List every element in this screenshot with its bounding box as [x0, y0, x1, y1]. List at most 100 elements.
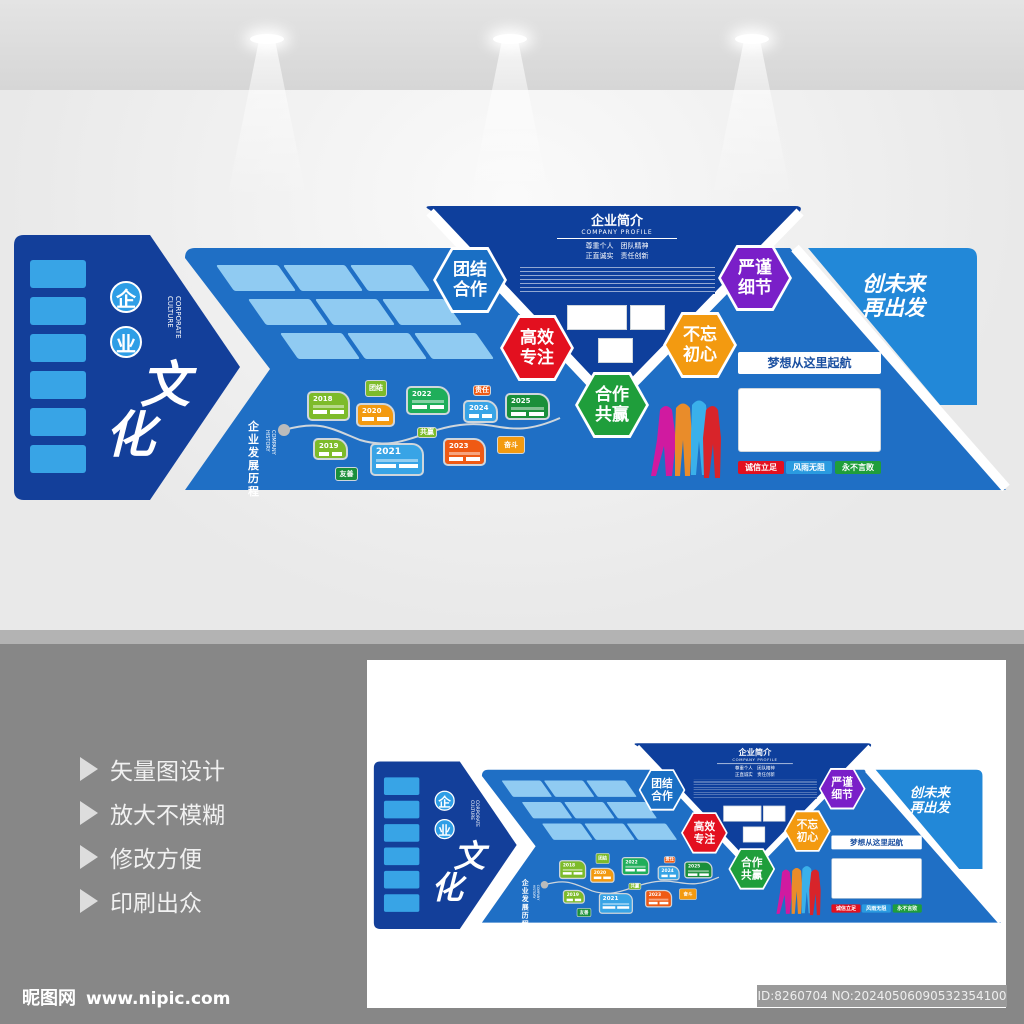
timeline-card: 2022 [621, 856, 650, 876]
photo-slot [30, 297, 86, 325]
right-panel [808, 248, 977, 405]
timeline-origin [540, 880, 549, 889]
people-silhouettes [776, 866, 821, 916]
timeline-card: 2023 [644, 889, 673, 908]
photo-slot [383, 777, 420, 796]
photo-slot [30, 445, 86, 473]
english-subtitle: CORPORATE CULTURE [166, 296, 182, 339]
value-pill: 诚信立足 [738, 461, 784, 474]
photo-slot [30, 260, 86, 288]
timeline-card: 2021 [598, 892, 633, 914]
timeline-tag: 友善 [335, 467, 358, 481]
english-subtitle: CORPORATE CULTURE [469, 800, 481, 827]
title-char-circle: 业 [434, 819, 455, 840]
history-english: COMPANY HISTORY [264, 430, 276, 455]
contact-box [763, 805, 786, 822]
title-char-calligraphy: 化 [431, 868, 463, 907]
image-id: ID:8260704 NO:20240506090532354100 [757, 985, 1007, 1007]
timeline-card: 2020 [589, 867, 615, 883]
photo-slot [30, 408, 86, 436]
profile-triangle [426, 206, 801, 400]
profile-subtitle: COMPANY PROFILE [717, 758, 793, 765]
profile-values: 正直诚实 责任创新 [585, 252, 649, 260]
dream-banner: 梦想从这里起航 [831, 835, 922, 850]
timeline-line [283, 417, 561, 445]
timeline-tag: 奋斗 [497, 436, 525, 454]
divider-stripe [865, 767, 1004, 924]
timeline-card: 2024 [463, 400, 498, 423]
timeline-tag: 友善 [576, 908, 592, 917]
title-char-calligraphy: 文 [453, 837, 486, 875]
triangle-bullet-icon [80, 757, 98, 781]
value-pill: 风雨无阻 [861, 904, 891, 913]
spotlight-icon [250, 34, 284, 44]
timeline-tag: 责任 [473, 385, 491, 396]
timeline-card: 2021 [370, 443, 424, 476]
profile-header: 企业简介 COMPANY PROFILE 尊重个人 团队精神 正直诚实 责任创新 [717, 746, 793, 778]
hex-win-win: 合作 共赢 [728, 848, 776, 890]
profile-header: 企业简介 COMPANY PROFILE 尊重个人 团队精神 正直诚实 责任创新 [557, 210, 677, 261]
timeline-tag: 团结 [365, 380, 387, 397]
dream-banner: 梦想从这里起航 [738, 352, 881, 374]
contact-box [723, 805, 762, 822]
divider-stripe [791, 244, 1010, 492]
feature-item: 放大不模糊 [80, 796, 225, 830]
timeline-card: 2019 [313, 438, 348, 460]
triangle-bullet-icon [80, 801, 98, 825]
slogan: 创未来 再出发 [862, 272, 925, 320]
profile-triangle [634, 743, 872, 866]
timeline-line [544, 876, 720, 894]
right-panel [875, 769, 983, 869]
value-pill: 诚信立足 [831, 904, 861, 913]
profile-values: 尊重个人 团队精神 [735, 765, 775, 771]
profile-title: 企业简介 [590, 214, 643, 229]
title-char-calligraphy: 化 [105, 405, 155, 464]
people-silhouettes [651, 400, 721, 478]
profile-values: 尊重个人 团队精神 [585, 242, 649, 250]
feature-item: 矢量图设计 [80, 752, 225, 786]
photo-slot [30, 334, 86, 362]
photo-frame [831, 858, 922, 899]
timeline-origin [278, 424, 290, 436]
timeline-tag: 团结 [595, 853, 610, 864]
timeline-card: 2024 [657, 865, 680, 881]
photo-slot [383, 870, 420, 889]
photo-slot [383, 894, 420, 912]
profile-values: 正直诚实 责任创新 [735, 772, 775, 778]
contact-box [742, 826, 766, 843]
value-pill: 永不言败 [892, 904, 922, 913]
timeline-tag: 共赢 [628, 882, 642, 890]
profile-text-block [693, 779, 817, 799]
slogan: 创未来 再出发 [909, 784, 950, 816]
title-char-circle: 企 [434, 790, 455, 811]
triangle-bullet-icon [80, 845, 98, 869]
profile-subtitle: COMPANY PROFILE [557, 229, 677, 239]
timeline-tag: 责任 [663, 856, 676, 864]
photo-slot [383, 847, 420, 866]
timeline-card: 2020 [356, 403, 395, 427]
timeline-tag: 共赢 [417, 427, 437, 438]
contact-box [567, 305, 627, 330]
feature-item: 印刷出众 [80, 884, 202, 918]
site-url[interactable]: www.nipic.com [86, 989, 231, 1009]
photo-frame [738, 388, 881, 452]
history-english: COMPANY HISTORY [531, 884, 540, 901]
profile-title: 企业简介 [738, 748, 772, 758]
feature-item: 修改方便 [80, 840, 202, 874]
title-char-circle: 业 [110, 326, 142, 358]
timeline-card: 2023 [443, 438, 486, 466]
history-title: 企业发展历程 [521, 878, 529, 928]
hex-unity: 团结 合作 [433, 247, 507, 313]
photo-slot [30, 371, 86, 399]
timeline-card: 2018 [307, 391, 350, 421]
timeline-card: 2022 [406, 386, 450, 415]
site-watermark: 昵图网 www.nipic.com [22, 984, 230, 1010]
spotlight-icon [735, 34, 769, 44]
timeline-card: 2018 [559, 860, 587, 880]
photo-slot [383, 824, 420, 842]
spotlight-icon [493, 34, 527, 44]
history-title: 企业发展历程 [248, 420, 259, 498]
culture-wall: 企 业 文 化 CORPORATE CULTURE 企业简介 COMPANY P… [14, 206, 1010, 500]
title-char-circle: 企 [110, 281, 142, 313]
profile-text-block [520, 264, 715, 294]
